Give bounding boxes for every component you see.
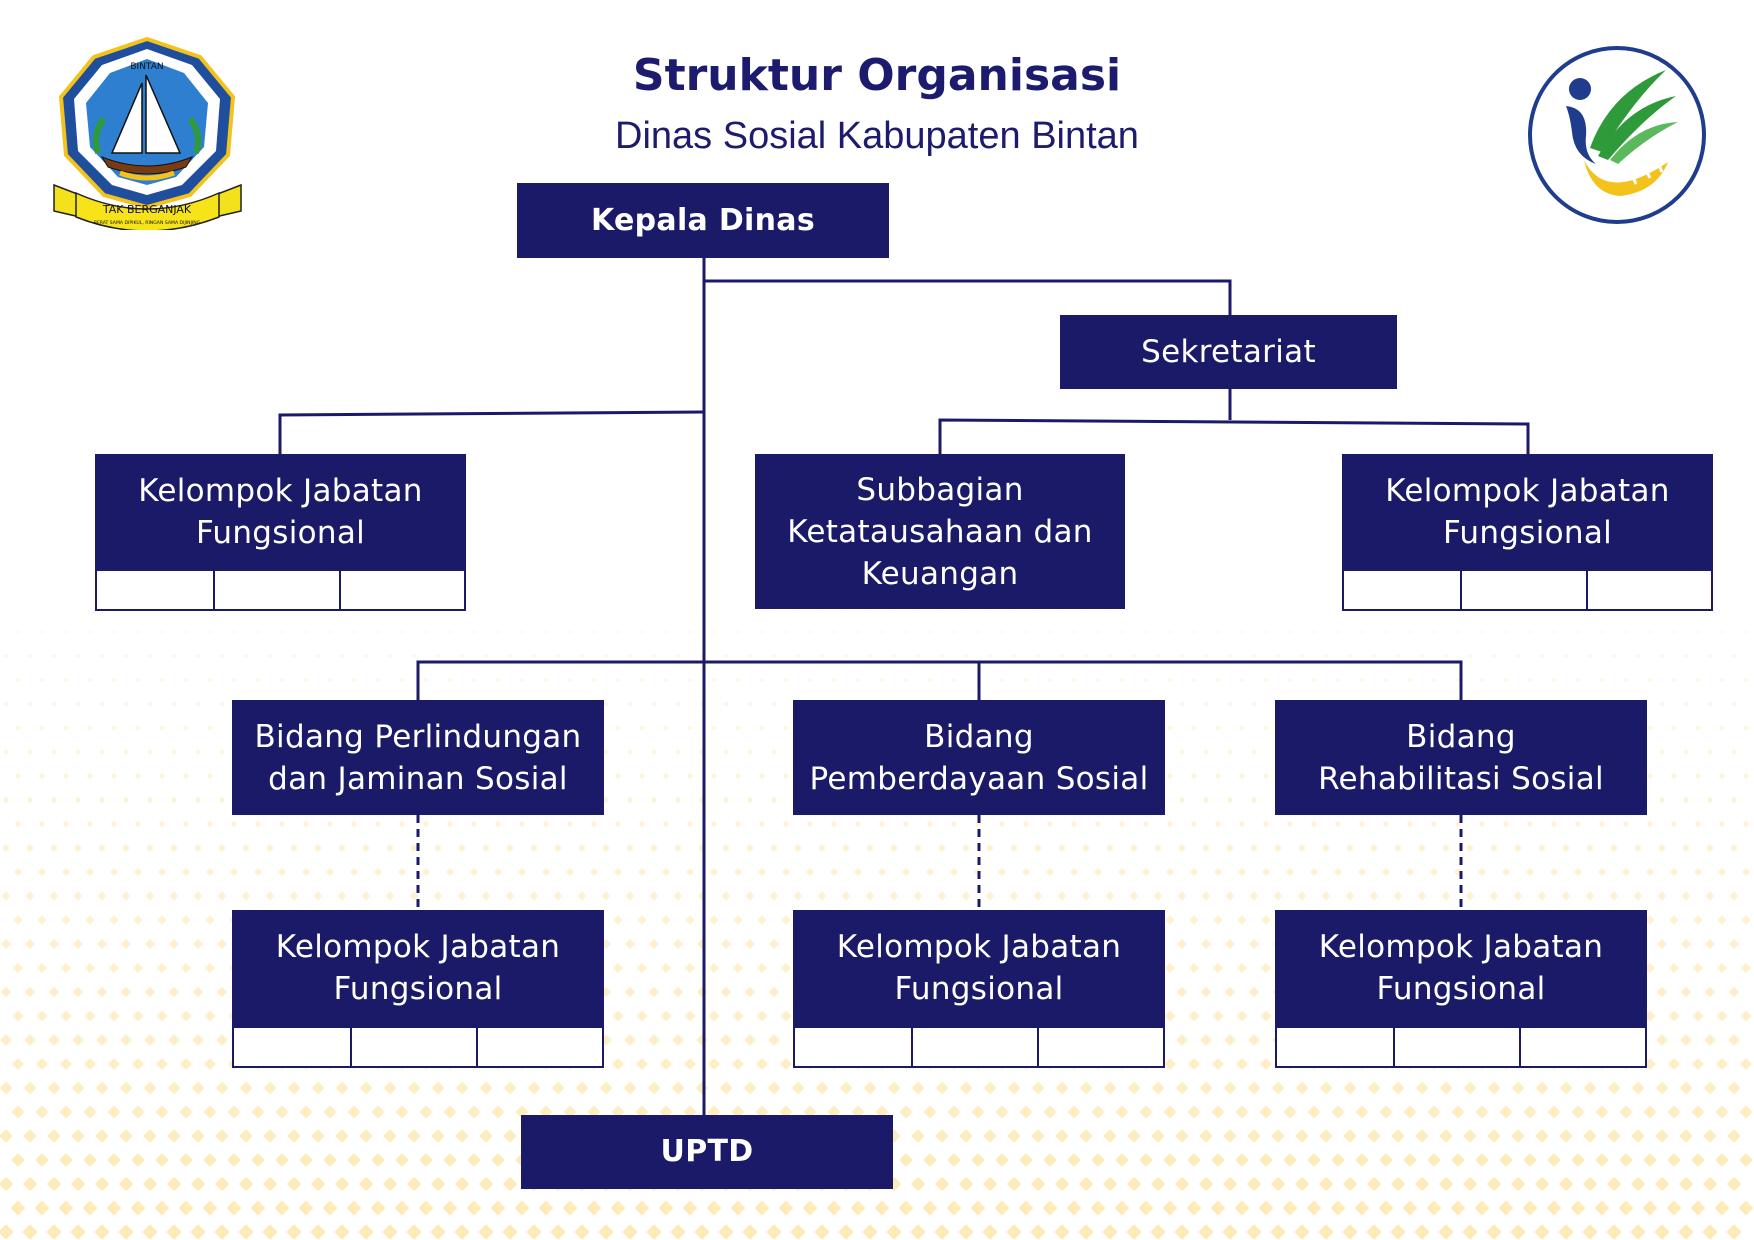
kjf-bidang1-subunit-3 — [478, 1028, 602, 1066]
kjf-bidang2-subunit-2 — [913, 1028, 1039, 1066]
uptd-box: UPTD — [521, 1115, 893, 1189]
kjf-bidang1-line1: Kelompok Jabatan — [275, 929, 561, 965]
crest-ribbon-subtext: BERAT SAMA DIPIKUL, RINGAN SAMA DIJINJIN… — [94, 220, 201, 226]
kjf-left-line2: Fungsional — [195, 514, 366, 551]
kjf-left-box: Kelompok Jabatan Fungsional — [95, 454, 466, 569]
bidang-perlindungan-line1: Bidang Perlindungan — [254, 718, 582, 755]
kjf-bidang2-line1: Kelompok Jabatan — [836, 929, 1122, 965]
page-subtitle: Dinas Sosial Kabupaten Bintan — [615, 115, 1139, 157]
kjf-bidang2-box: Kelompok Jabatan Fungsional — [793, 910, 1165, 1026]
bidang-rehabilitasi-box: Bidang Rehabilitasi Sosial — [1275, 700, 1647, 815]
kjf-right-subunit-1 — [1344, 571, 1462, 609]
kjf-bidang3-subunit-1 — [1277, 1028, 1395, 1066]
connector-bidang-bar — [416, 660, 1463, 700]
kjf-bidang2-subunit-3 — [1039, 1028, 1163, 1066]
kjf-bidang2-line2: Fungsional — [894, 971, 1064, 1007]
crest-top-label: BINTAN — [130, 62, 163, 72]
kjf-right-line2: Fungsional — [1442, 514, 1613, 551]
kjf-bidang3-line1: Kelompok Jabatan — [1318, 929, 1604, 965]
kjf-bidang3-subunit-3 — [1521, 1028, 1645, 1066]
kjf-left-line1: Kelompok Jabatan — [138, 472, 423, 509]
kjf-bidang1-subunits — [232, 1026, 604, 1068]
subbagian-box: Subbagian Ketatausahaan dan Keuangan — [755, 454, 1125, 609]
connector-to-kjf-left — [278, 410, 705, 454]
kjf-bidang1-subunit-1 — [234, 1028, 352, 1066]
kjf-bidang3-subunit-2 — [1395, 1028, 1521, 1066]
subbagian-line3: Keuangan — [861, 555, 1019, 592]
page-title: Struktur Organisasi — [632, 50, 1122, 101]
kepala-dinas-label: Kepala Dinas — [590, 202, 815, 238]
uptd-label: UPTD — [660, 1134, 754, 1169]
bintan-regency-crest-icon: BINTAN TAK BERGANJAK BERAT SAMA DIPIKUL,… — [53, 36, 242, 230]
kjf-bidang1-line2: Fungsional — [333, 971, 503, 1007]
kjf-bidang1-subunit-2 — [352, 1028, 478, 1066]
crest-ribbon-text: TAK BERGANJAK — [102, 203, 192, 216]
kjf-left-subunits — [95, 569, 466, 611]
kjf-right-subunit-3 — [1588, 571, 1711, 609]
sekretariat-box: Sekretariat — [1060, 315, 1397, 389]
sekretariat-label: Sekretariat — [1141, 334, 1316, 370]
kjf-right-line1: Kelompok Jabatan — [1385, 472, 1670, 509]
bidang-perlindungan-line2: dan Jaminan Sosial — [268, 760, 568, 797]
kjf-bidang1-box: Kelompok Jabatan Fungsional — [232, 910, 604, 1026]
bidang-perlindungan-box: Bidang Perlindungan dan Jaminan Sosial — [232, 700, 604, 815]
bidang-pemberdayaan-line1: Bidang — [924, 718, 1034, 755]
kjf-left-subunit-3 — [341, 571, 464, 609]
kjf-bidang2-subunits — [793, 1026, 1165, 1068]
subbagian-line2: Ketatausahaan dan — [787, 513, 1093, 550]
connector-to-subbagian — [938, 418, 1530, 454]
kjf-bidang3-line2: Fungsional — [1376, 971, 1546, 1007]
kjf-right-box: Kelompok Jabatan Fungsional — [1342, 454, 1713, 569]
kemensos-logo-icon — [1528, 46, 1706, 224]
connector-to-sekretariat — [704, 279, 1232, 315]
kjf-left-subunit-2 — [215, 571, 341, 609]
kepala-dinas-box: Kepala Dinas — [517, 183, 889, 258]
kjf-right-subunits — [1342, 569, 1713, 611]
kjf-left-subunit-1 — [97, 571, 215, 609]
kjf-bidang2-subunit-1 — [795, 1028, 913, 1066]
kjf-right-subunit-2 — [1462, 571, 1588, 609]
bidang-pemberdayaan-box: Bidang Pemberdayaan Sosial — [793, 700, 1165, 815]
kjf-bidang3-subunits — [1275, 1026, 1647, 1068]
kjf-bidang3-box: Kelompok Jabatan Fungsional — [1275, 910, 1647, 1026]
bidang-rehabilitasi-line2: Rehabilitasi Sosial — [1318, 760, 1604, 797]
bidang-rehabilitasi-line1: Bidang — [1406, 718, 1516, 755]
bidang-pemberdayaan-line2: Pemberdayaan Sosial — [809, 760, 1149, 797]
subbagian-line1: Subbagian — [856, 471, 1024, 508]
